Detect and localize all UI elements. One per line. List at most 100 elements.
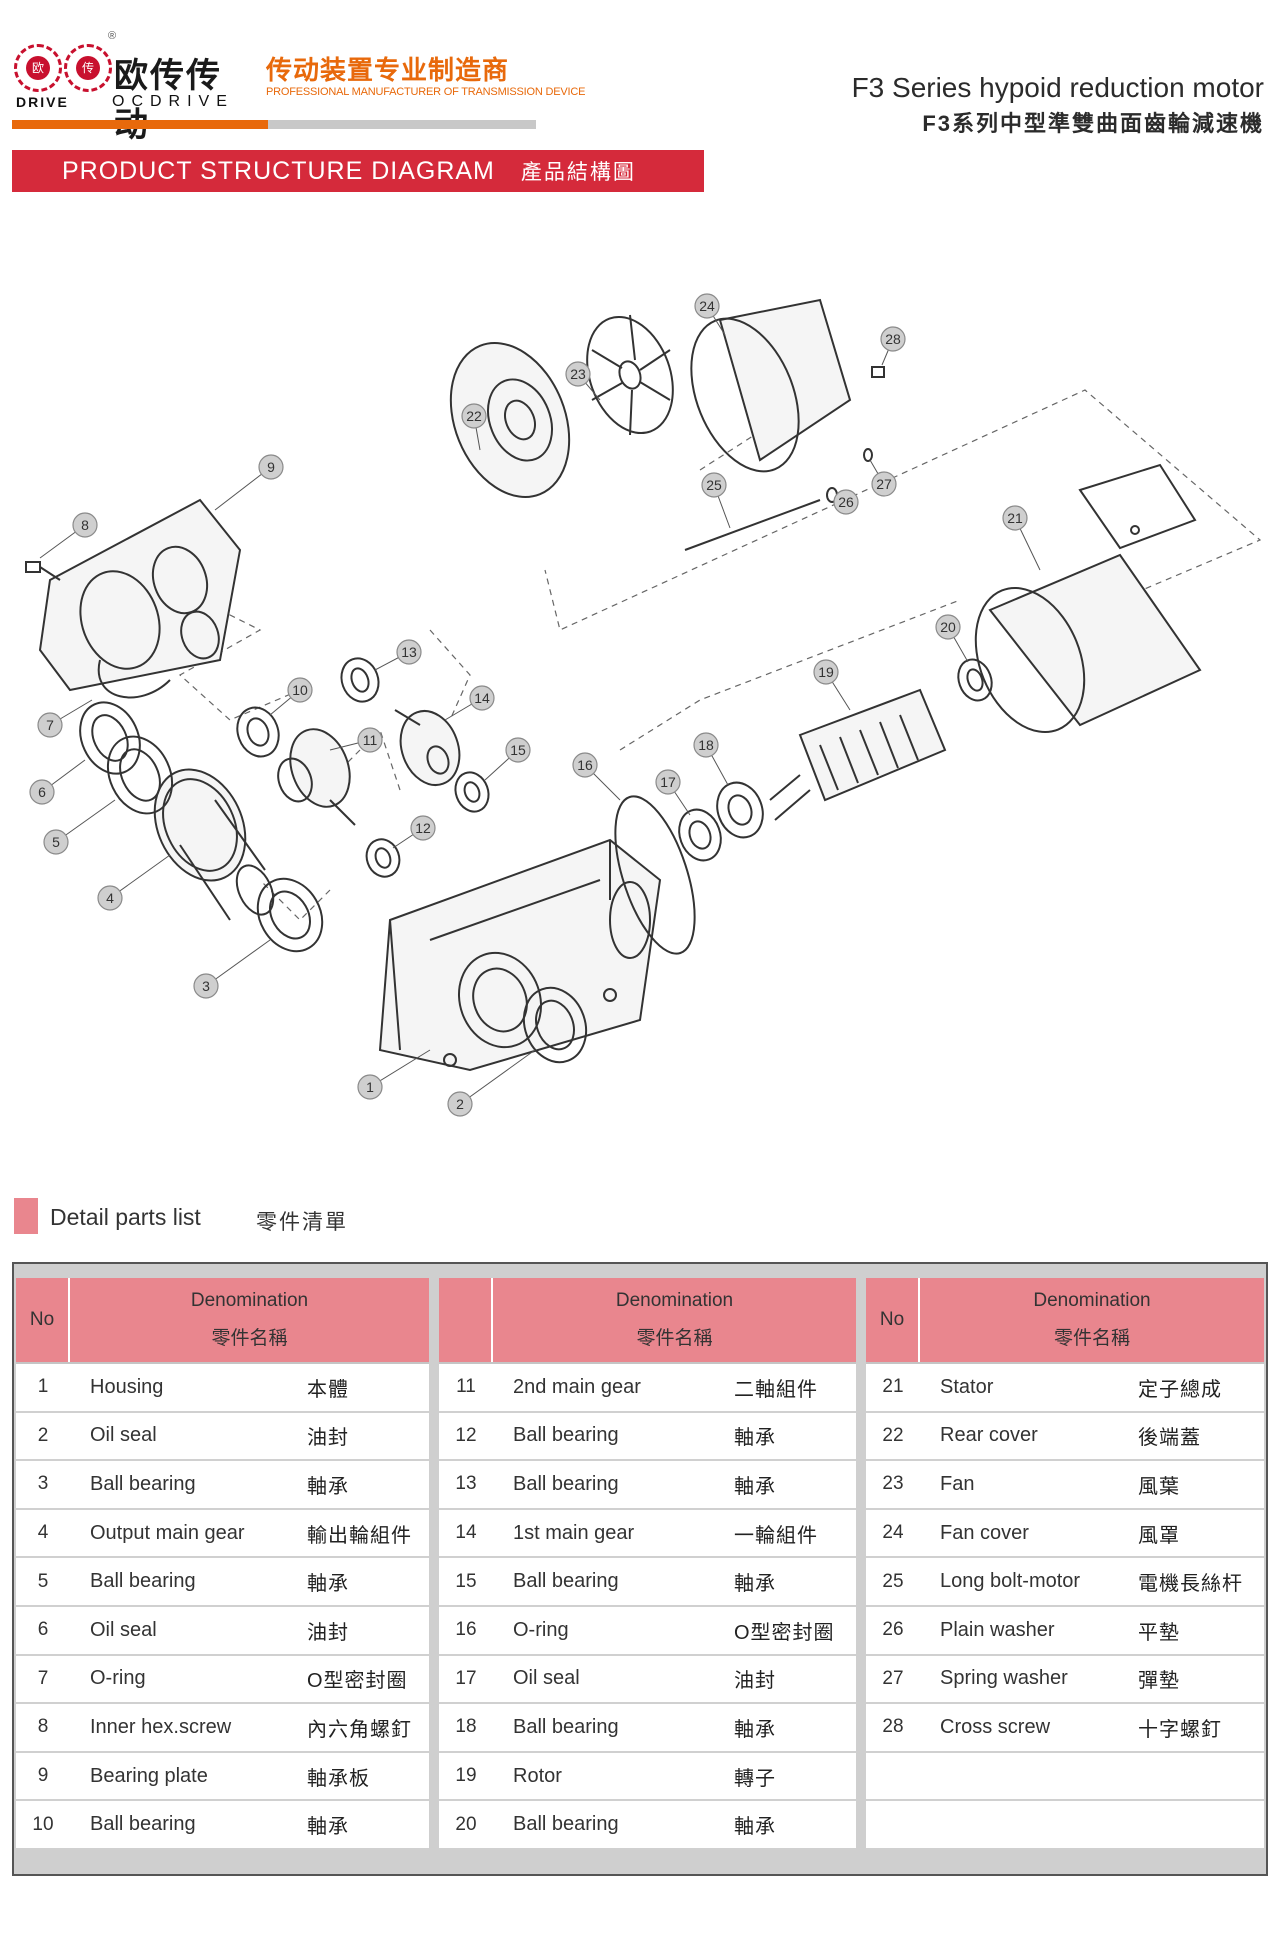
- callout-11: 11: [357, 727, 383, 753]
- table-row: 2 Oil seal 油封: [16, 1413, 429, 1462]
- long-bolt-part: [684, 499, 821, 551]
- logo-mark-2: 传: [76, 56, 100, 80]
- product-title-english: F3 Series hypoid reduction motor: [851, 72, 1264, 103]
- part-number: 19: [455, 1765, 477, 1787]
- o-ring-16-part: [614, 795, 696, 955]
- table-row: [866, 1801, 1264, 1850]
- part-name-english: Output main gear: [90, 1521, 245, 1544]
- part-name-chinese: O型密封圈: [734, 1621, 835, 1644]
- part-number: 16: [455, 1619, 477, 1641]
- o-ring-7-part: [97, 659, 171, 699]
- callout-5: 5: [43, 829, 69, 855]
- svg-text:27: 27: [876, 476, 892, 492]
- callout-16: 16: [572, 752, 598, 778]
- part-name-english: Fan: [940, 1472, 975, 1495]
- ball-bearing-13-part: [340, 657, 380, 703]
- part-name-english: Ball bearing: [513, 1813, 619, 1836]
- svg-text:20: 20: [940, 619, 956, 635]
- part-number: 15: [455, 1570, 477, 1592]
- part-number: 27: [882, 1667, 904, 1689]
- ball-bearing-12-part: [365, 838, 401, 878]
- registered-mark: ®: [108, 30, 117, 42]
- header-denomination-chinese: 零件名稱: [636, 1328, 713, 1349]
- fan-cover-part: [690, 298, 852, 473]
- callout-13: 13: [396, 639, 422, 665]
- part-number: 28: [882, 1716, 904, 1738]
- header-denomination-english: Denomination: [1033, 1290, 1151, 1311]
- header-divider-gray: [268, 120, 536, 129]
- svg-text:16: 16: [577, 757, 593, 773]
- header-no: No: [16, 1278, 70, 1362]
- part-number: 7: [37, 1667, 49, 1689]
- callout-28: 28: [880, 326, 906, 352]
- part-number: 3: [37, 1473, 49, 1495]
- svg-text:17: 17: [660, 774, 676, 790]
- logo-mark-1: 欧: [26, 56, 50, 80]
- callout-23: 23: [565, 361, 591, 387]
- part-name-chinese: 軸承: [307, 1816, 349, 1839]
- callout-1: 1: [357, 1074, 383, 1100]
- header-denomination-english: Denomination: [190, 1290, 309, 1311]
- svg-text:23: 23: [570, 366, 586, 382]
- ball-bearing-10-part: [236, 706, 280, 758]
- svg-text:21: 21: [1007, 510, 1023, 526]
- slogan-english: PROFESSIONAL MANUFACTURER OF TRANSMISSIO…: [266, 86, 586, 98]
- part-name-chinese: 輸出輪組件: [307, 1524, 412, 1547]
- header-denomination-english: Denomination: [615, 1290, 734, 1311]
- callout-9: 9: [258, 454, 284, 480]
- bearing-plate-part: [38, 498, 242, 692]
- part-name-english: Plain washer: [940, 1618, 1055, 1641]
- callout-27: 27: [871, 471, 897, 497]
- svg-text:10: 10: [292, 682, 308, 698]
- part-name-english: 1st main gear: [513, 1521, 635, 1544]
- part-number: 21: [882, 1376, 904, 1398]
- part-name-chinese: 轉子: [734, 1767, 776, 1790]
- part-name-chinese: 油封: [734, 1670, 776, 1693]
- svg-text:2: 2: [456, 1096, 464, 1112]
- part-name-chinese: O型密封圈: [307, 1670, 408, 1693]
- exploded-structure-diagram: 1 2 3 4 5 6 7 8 9 10 11 12 13 14 15 16 1…: [25, 293, 1262, 1117]
- svg-text:24: 24: [699, 298, 715, 314]
- callout-17: 17: [655, 769, 681, 795]
- callout-19: 19: [813, 659, 839, 685]
- part-number: 2: [37, 1424, 49, 1446]
- part-number: 8: [37, 1716, 49, 1738]
- part-name-english: Cross screw: [940, 1715, 1051, 1738]
- detail-list-title-english: Detail parts list: [50, 1204, 201, 1230]
- svg-text:26: 26: [838, 494, 854, 510]
- part-name-english: Oil seal: [90, 1424, 157, 1447]
- slogan-chinese: 传动装置专业制造商: [266, 55, 510, 85]
- part-number: 9: [37, 1765, 49, 1787]
- part-name-chinese: 本體: [307, 1378, 349, 1401]
- part-name-english: Bearing plate: [90, 1764, 208, 1787]
- part-name-chinese: 油封: [307, 1427, 349, 1450]
- part-number: 13: [455, 1473, 477, 1495]
- gear-icon: 欧: [14, 44, 62, 92]
- part-name-chinese: 二軸組件: [734, 1378, 818, 1401]
- part-name-chinese: 軸承: [734, 1427, 776, 1450]
- part-number: 14: [455, 1522, 477, 1544]
- header-no: No: [866, 1278, 920, 1362]
- part-name-chinese: 油封: [307, 1621, 349, 1644]
- ball-bearing-20-part: [957, 658, 993, 702]
- part-number: 18: [455, 1716, 477, 1738]
- svg-text:12: 12: [415, 820, 431, 836]
